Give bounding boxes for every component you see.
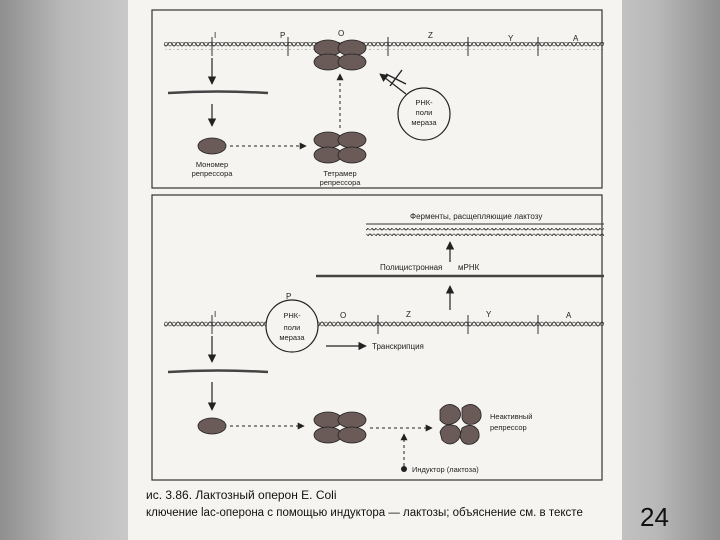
gene-label-o-bottom: O (340, 311, 346, 320)
transcription-label: Транскрипция (372, 342, 424, 351)
rna-polymerase-label-top-3: мераза (411, 118, 437, 127)
polycistronic-label: Полицистронная (380, 263, 442, 272)
rna-polymerase-label-top-2: поли (416, 108, 433, 117)
gene-label-a-top: A (573, 34, 579, 43)
slide-number: 24 (640, 502, 669, 533)
inactive-repressor-label-1: Неактивный (490, 412, 532, 421)
inducer-label: Индуктор (лактоза) (412, 465, 479, 474)
gene-label-z-bottom: Z (406, 310, 411, 319)
tetramer-label-1: Тетрамер (323, 169, 356, 178)
gene-label-p-top: P (280, 31, 285, 40)
inactive-repressor (440, 404, 481, 444)
rna-polymerase-label-bottom-2: поли (284, 323, 301, 332)
repressor-mrna-bottom (168, 371, 268, 373)
tetramer-label-2: репрессора (320, 178, 362, 187)
gene-label-a-bottom: A (566, 311, 572, 320)
inactive-repressor-label-2: репрессор (490, 423, 527, 432)
gene-label-o-top: O (338, 29, 344, 38)
gene-label-y-top: Y (508, 34, 514, 43)
bottom-panel-frame (152, 195, 602, 480)
repressor-monomer-top (198, 138, 226, 154)
rna-polymerase-label-bottom-3: мераза (279, 333, 305, 342)
rna-polymerase-label-bottom-1: РНК- (283, 311, 301, 320)
gene-label-i-top: I (214, 31, 216, 40)
scanned-figure: I P O Z Y A Мономер репрессора Тетрамер (128, 0, 622, 540)
enzymes-label: Ферменты, расщепляющие лактозу (410, 212, 542, 221)
bound-repressor-tetramer (314, 40, 366, 70)
mrna-label: мРНК (458, 263, 480, 272)
gene-label-i-bottom: I (214, 310, 216, 319)
repressor-mrna-top (168, 92, 268, 94)
gene-label-z-top: Z (428, 31, 433, 40)
caption-title: ис. 3.86. Лактозный оперон E. Coli (146, 488, 337, 502)
repressor-tetramer-bottom (314, 412, 366, 443)
repressor-tetramer-top (314, 132, 366, 163)
rna-polymerase-label-top-1: РНК- (415, 98, 433, 107)
operon-diagram: I P O Z Y A Мономер репрессора Тетрамер (128, 0, 622, 540)
gene-label-y-bottom: Y (486, 310, 492, 319)
enzymes-chain (366, 228, 604, 236)
block-cross (386, 70, 406, 86)
inducer-dot (401, 466, 407, 472)
monomer-label-1: Мономер (196, 160, 228, 169)
caption-text: ключение lac-оперона с помощью индуктора… (146, 507, 583, 519)
monomer-label-2: репрессора (192, 169, 234, 178)
repressor-monomer-bottom (198, 418, 226, 434)
